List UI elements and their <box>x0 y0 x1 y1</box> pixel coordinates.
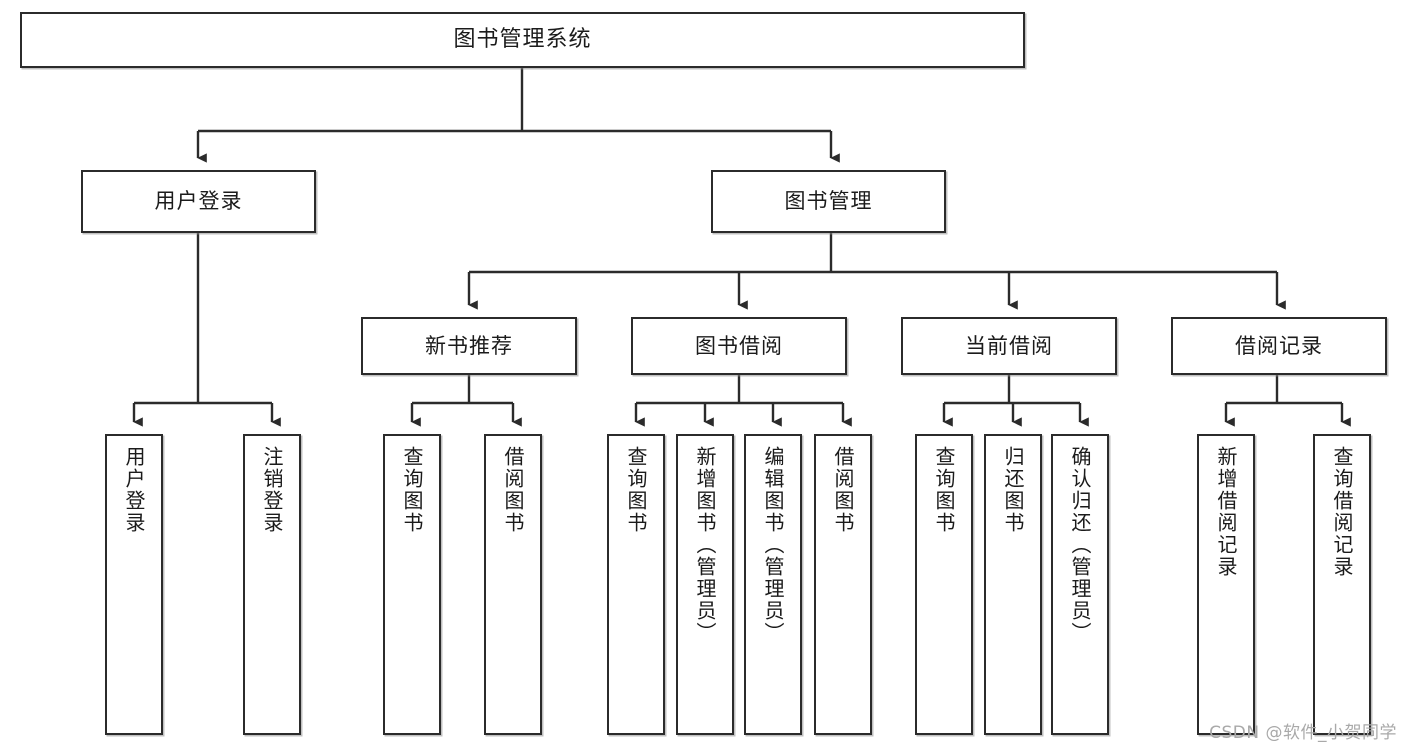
csdn-watermark: CSDN @软件_小贺同学 <box>1209 723 1397 743</box>
node-label: 新增图书（管理员） <box>693 446 717 644</box>
node-label: 图书管理 <box>784 189 873 214</box>
node-leaf-query-book-borrow[interactable]: 查询图书 <box>607 434 665 735</box>
node-leaf-logout[interactable]: 注销登录 <box>243 434 301 735</box>
node-leaf-edit-book-admin[interactable]: 编辑图书（管理员） <box>744 434 802 735</box>
node-label: 借阅记录 <box>1235 333 1323 358</box>
node-label: 用户登录 <box>154 189 243 214</box>
node-label: 新增借阅记录 <box>1214 446 1238 578</box>
node-borrow-record[interactable]: 借阅记录 <box>1171 317 1387 375</box>
node-current-borrow[interactable]: 当前借阅 <box>901 317 1117 375</box>
node-new-book-recommend[interactable]: 新书推荐 <box>361 317 577 375</box>
node-label: 查询图书 <box>624 446 648 534</box>
node-label: 归还图书 <box>1001 446 1025 534</box>
node-leaf-borrow-book[interactable]: 借阅图书 <box>814 434 872 735</box>
node-leaf-confirm-return-admin[interactable]: 确认归还（管理员） <box>1051 434 1109 735</box>
node-leaf-query-borrow-record[interactable]: 查询借阅记录 <box>1313 434 1371 735</box>
node-label: 查询图书 <box>932 446 956 534</box>
node-label: 查询借阅记录 <box>1330 446 1354 578</box>
node-book-management[interactable]: 图书管理 <box>711 170 946 233</box>
node-leaf-user-login[interactable]: 用户登录 <box>105 434 163 735</box>
node-label: 图书管理系统 <box>453 27 592 53</box>
node-leaf-return-book[interactable]: 归还图书 <box>984 434 1042 735</box>
node-leaf-add-book-admin[interactable]: 新增图书（管理员） <box>676 434 734 735</box>
node-leaf-query-book-current[interactable]: 查询图书 <box>915 434 973 735</box>
node-label: 借阅图书 <box>501 446 525 534</box>
node-user-login[interactable]: 用户登录 <box>81 170 316 233</box>
node-leaf-add-borrow-record[interactable]: 新增借阅记录 <box>1197 434 1255 735</box>
node-label: 新书推荐 <box>425 333 513 358</box>
node-label: 用户登录 <box>122 446 146 534</box>
node-label: 查询图书 <box>400 446 424 534</box>
node-label: 编辑图书（管理员） <box>761 446 785 644</box>
node-label: 借阅图书 <box>831 446 855 534</box>
node-label: 图书借阅 <box>695 333 783 358</box>
node-label: 当前借阅 <box>965 333 1053 358</box>
node-leaf-borrow-book-recommend[interactable]: 借阅图书 <box>484 434 542 735</box>
node-label: 注销登录 <box>260 446 284 534</box>
node-book-borrow[interactable]: 图书借阅 <box>631 317 847 375</box>
node-leaf-query-book-recommend[interactable]: 查询图书 <box>383 434 441 735</box>
node-label: 确认归还（管理员） <box>1068 446 1092 644</box>
node-root-book-management-system[interactable]: 图书管理系统 <box>20 12 1025 68</box>
